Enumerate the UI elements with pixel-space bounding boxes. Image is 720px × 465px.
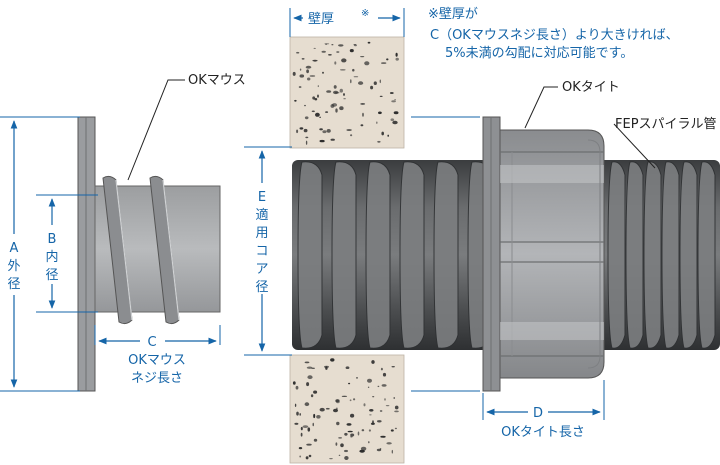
- dim-b-text-1: 内: [45, 249, 58, 265]
- note-line-3: 5%未満の勾配に対応可能です。: [445, 46, 633, 61]
- dim-e-text-3: コ: [255, 244, 268, 259]
- ok-tight-label: OKタイト: [562, 80, 620, 95]
- wall-thickness-mark: ※: [361, 8, 369, 19]
- ok-tight-fitting: [482, 116, 605, 392]
- ok-mouth-fitting: [77, 116, 221, 392]
- dim-a-text-2: 径: [7, 277, 20, 292]
- note-line-2: C（OKマウスネジ長さ）より大きければ、: [430, 28, 679, 43]
- dim-a-text-1: 外: [7, 259, 20, 274]
- dimension-arrows: [10, 14, 601, 416]
- dim-e-text-5: 径: [255, 280, 268, 295]
- dim-d-text: OKタイト長さ: [501, 425, 585, 440]
- fep-spiral-pipe: [292, 160, 720, 350]
- extension-lines: [0, 8, 605, 420]
- dim-e-text-2: 用: [255, 226, 268, 241]
- dim-e-text-1: 適: [255, 207, 268, 223]
- dim-c-text-2: ネジ長さ: [131, 371, 183, 386]
- leader-lines: [127, 79, 656, 181]
- note-line-1: ※壁厚が: [428, 7, 478, 22]
- dim-e-letter: E: [258, 190, 266, 205]
- labels: 壁厚 ※ ※壁厚が C（OKマウスネジ長さ）より大きければ、 5%未満の勾配に対…: [7, 7, 716, 440]
- wall-thickness-label: 壁厚: [308, 12, 334, 27]
- dim-b-letter: B: [48, 232, 57, 247]
- dim-c-text-1: OKマウス: [128, 353, 186, 368]
- dim-e-text-4: ア: [255, 262, 268, 277]
- fep-pipe-label: FEPスパイラル管: [615, 117, 717, 132]
- dim-a-letter: A: [10, 241, 19, 256]
- concrete-wall-upper: [289, 36, 405, 149]
- ok-mouth-label: OKマウス: [188, 73, 246, 88]
- dim-b-text-2: 径: [45, 268, 58, 283]
- dim-c-letter: C: [147, 335, 156, 350]
- dim-d-letter: D: [533, 406, 543, 421]
- concrete-wall-lower: [289, 354, 405, 464]
